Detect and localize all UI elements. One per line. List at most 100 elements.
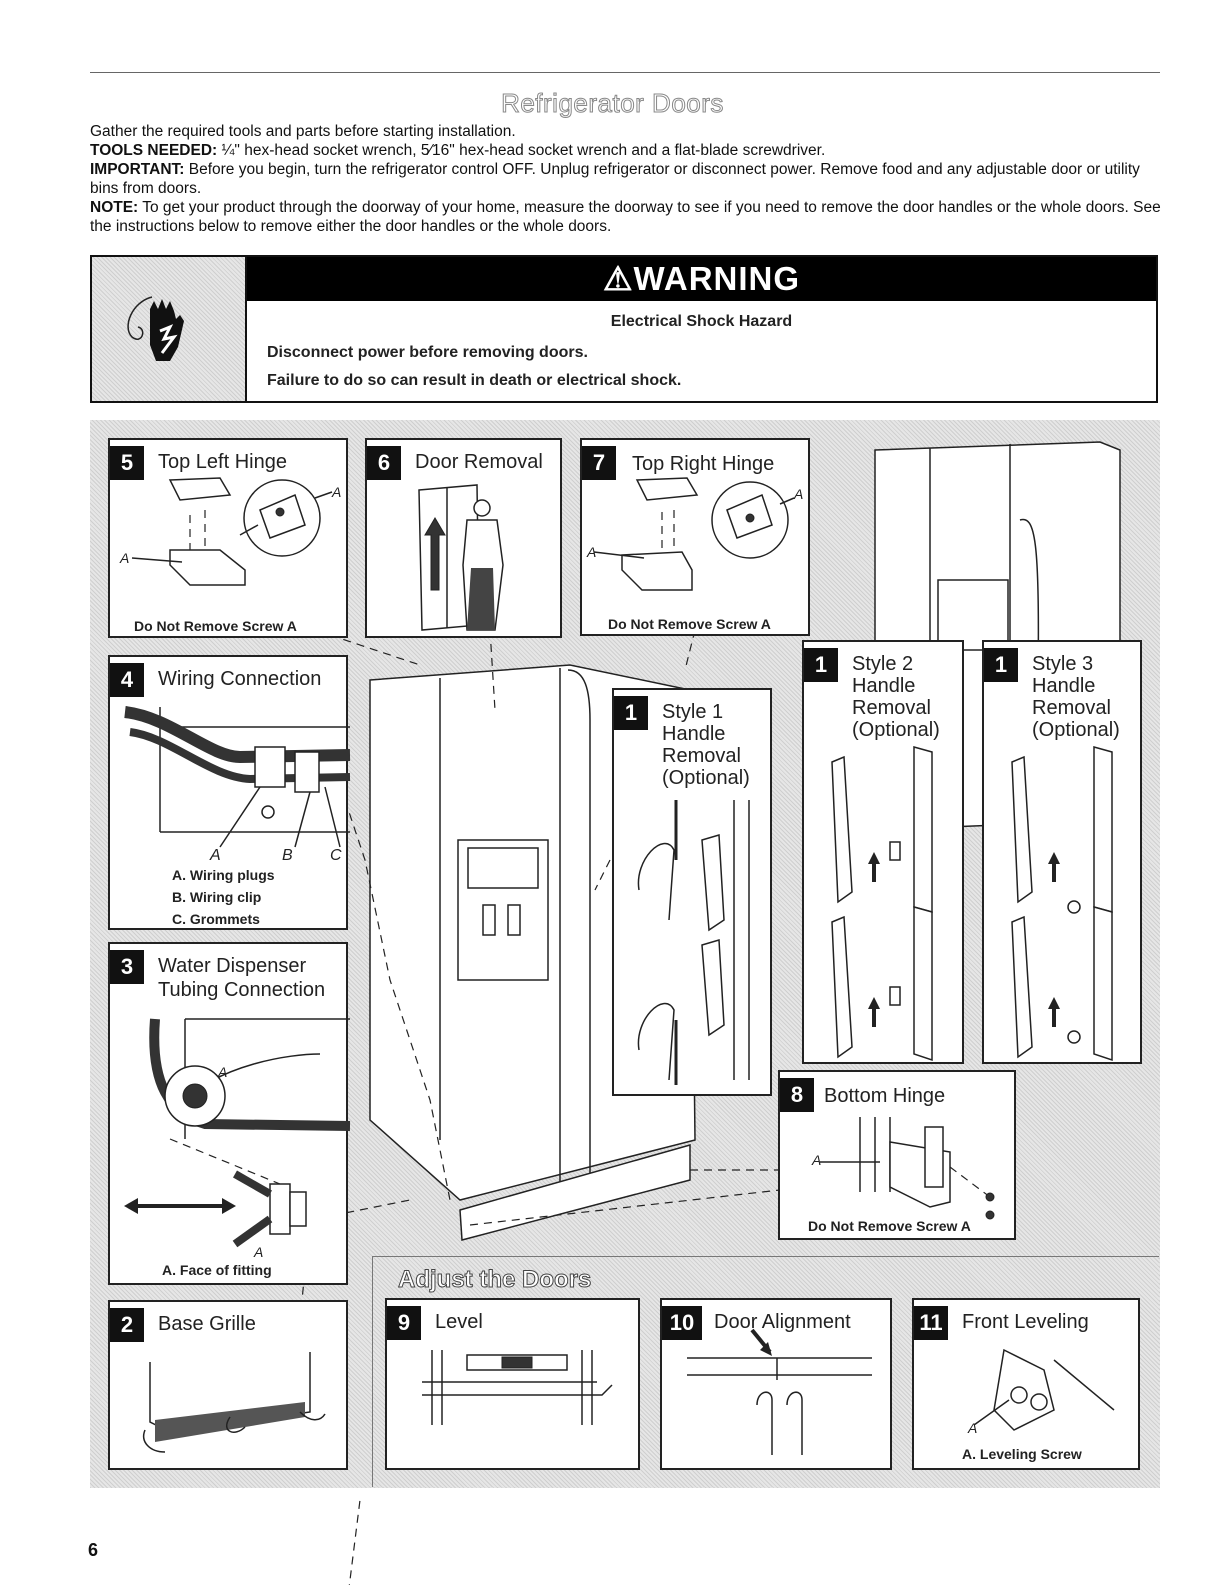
bottom-hinge-drawing — [820, 1117, 995, 1220]
step-11-front-leveling: 11 Front Leveling A A. Leveling Screw — [912, 1298, 1140, 1470]
step-5-number: 5 — [110, 446, 144, 480]
adjust-doors-heading: Adjust the Doors — [397, 1266, 592, 1294]
shock-hazard-icon — [92, 257, 247, 401]
step-1b-title-line4: (Optional) — [852, 719, 940, 741]
step-1c-title-line1: Style 3 — [1032, 653, 1094, 675]
note-text: To get your product through the doorway … — [90, 199, 1161, 235]
step-8-bottom-hinge: 8 Bottom Hinge A Do Not Remove Screw A — [778, 1070, 1016, 1240]
step-8-number: 8 — [780, 1078, 814, 1112]
step-1-style-1-handle-removal: 1 Style 1 Handle Removal (Optional) — [612, 688, 772, 1096]
step-1b-title-line3: Removal — [852, 697, 931, 719]
top-left-hinge-drawing — [131, 477, 333, 586]
step-4-label-c: C — [330, 847, 342, 864]
step-5-caption: Do Not Remove Screw A — [134, 618, 297, 634]
step-8-title: Bottom Hinge — [824, 1085, 946, 1107]
step-1a-title-line4: (Optional) — [662, 767, 750, 789]
step-1a-title-line3: Removal — [662, 745, 741, 767]
step-8-label-a: A — [812, 1152, 822, 1168]
step-10-title: Door Alignment — [714, 1311, 851, 1333]
tools-text: ¼" hex-head socket wrench, 5⁄16" hex-hea… — [217, 142, 826, 159]
step-5-top-left-hinge: 5 Top Left Hinge A A Do Not Remove Screw… — [108, 438, 348, 638]
note-label: NOTE: — [90, 199, 139, 216]
warning-banner: ⚠WARNING — [247, 257, 1156, 301]
step-10-number: 10 — [662, 1306, 702, 1340]
warning-triangle-icon: ⚠ — [602, 260, 634, 297]
door-removal-diagram: 5 Top Left Hinge A A Do Not Remove Screw… — [90, 420, 1160, 1585]
step-1-style-2-handle-removal: 1 Style 2 Handle Removal (Optional) — [802, 640, 964, 1064]
step-4-number: 4 — [110, 663, 144, 697]
step-3-title-line2: Tubing Connection — [158, 979, 326, 1001]
step-3-legend: A. Face of fitting — [162, 1262, 272, 1278]
warning-hazard: Electrical Shock Hazard — [610, 313, 793, 330]
tools-label: TOOLS NEEDED: — [90, 142, 218, 159]
warning-line2: Failure to do so can result in death or … — [267, 372, 682, 389]
warning-content: ⚠WARNING Electrical Shock Hazard Disconn… — [247, 257, 1156, 401]
step-9-number: 9 — [387, 1306, 421, 1340]
step-6-number: 6 — [367, 446, 401, 480]
step-11-title: Front Leveling — [962, 1311, 1089, 1333]
level-drawing — [422, 1350, 613, 1425]
step-7-label-a-right: A — [794, 486, 804, 502]
important-text: Before you begin, turn the refrigerator … — [90, 161, 1140, 197]
step-1c-title-line4: (Optional) — [1032, 719, 1120, 741]
page-title: Refrigerator Doors — [501, 88, 724, 119]
step-3-label-a-top: A — [218, 1064, 228, 1080]
step-5-title: Top Left Hinge — [158, 451, 287, 473]
step-3-number: 3 — [110, 950, 144, 984]
wiring-connection-drawing — [124, 706, 351, 848]
step-11-label-a: A — [968, 1420, 978, 1436]
style-1-handle-drawing — [637, 800, 750, 1085]
warning-banner-text: WARNING — [633, 260, 801, 297]
step-1a-number: 1 — [614, 696, 648, 730]
step-8-caption: Do Not Remove Screw A — [808, 1218, 971, 1234]
step-3-label-a-bottom: A — [254, 1244, 264, 1260]
step-1c-title-line2: Handle — [1032, 675, 1096, 697]
water-tubing-drawing — [124, 1018, 351, 1248]
style-2-handle-drawing — [831, 746, 933, 1062]
step-4-title: Wiring Connection — [158, 668, 322, 690]
step-7-label-a-left: A — [587, 544, 597, 560]
step-1c-number: 1 — [984, 648, 1018, 682]
intro-line1: Gather the required tools and parts befo… — [90, 123, 516, 140]
step-4-legend-a: A. Wiring plugs — [172, 867, 275, 883]
shock-hand-icon — [127, 296, 184, 361]
step-2-title: Base Grille — [158, 1313, 256, 1335]
step-7-number: 7 — [582, 446, 616, 480]
important-label: IMPORTANT: — [90, 161, 185, 178]
step-2-base-grille: 2 Base Grille — [108, 1300, 348, 1470]
step-1c-title-line3: Removal — [1032, 697, 1111, 719]
step-5-label-a-left: A — [120, 550, 130, 566]
step-11-legend: A. Leveling Screw — [962, 1446, 1082, 1462]
step-1b-number: 1 — [804, 648, 838, 682]
intro-text: Gather the required tools and parts befo… — [90, 122, 1165, 236]
step-7-top-right-hinge: 7 Top Right Hinge A A Do Not Remove Scre… — [580, 438, 810, 636]
step-6-door-removal: 6 Door Removal — [365, 438, 562, 638]
step-7-caption: Do Not Remove Screw A — [608, 616, 771, 632]
step-1b-title-line1: Style 2 — [852, 653, 914, 675]
step-9-level: 9 Level — [385, 1298, 640, 1470]
step-1a-title-line1: Style 1 — [662, 701, 724, 723]
step-1b-title-line2: Handle — [852, 675, 916, 697]
page-number: 6 — [88, 1540, 99, 1560]
step-5-label-a-right: A — [332, 484, 342, 500]
important-note: IMPORTANT: Before you begin, turn the re… — [90, 160, 1165, 198]
top-rule — [90, 72, 1160, 73]
step-1-style-3-handle-removal: 1 Style 3 Handle Removal (Optional) — [982, 640, 1142, 1064]
door-alignment-drawing — [687, 1328, 872, 1455]
step-7-title: Top Right Hinge — [632, 453, 775, 475]
step-4-legend-c: C. Grommets — [172, 911, 260, 927]
step-6-title: Door Removal — [415, 451, 543, 473]
front-leveling-drawing — [973, 1348, 1115, 1431]
step-2-number: 2 — [110, 1308, 144, 1342]
step-10-door-alignment: 10 Door Alignment — [660, 1298, 892, 1470]
warning-line1: Disconnect power before removing doors. — [267, 344, 588, 361]
step-1a-title-line2: Handle — [662, 723, 726, 745]
warning-box: ⚠WARNING Electrical Shock Hazard Disconn… — [90, 255, 1158, 403]
step-4-legend-b: B. Wiring clip — [172, 889, 262, 905]
base-grille-drawing — [143, 1352, 326, 1453]
style-3-handle-drawing — [1011, 746, 1113, 1062]
step-9-title: Level — [435, 1311, 483, 1333]
door-removal-drawing — [418, 484, 504, 631]
step-4-label-b: B — [282, 847, 293, 864]
tools-needed: TOOLS NEEDED: ¼" hex-head socket wrench,… — [90, 141, 1165, 160]
